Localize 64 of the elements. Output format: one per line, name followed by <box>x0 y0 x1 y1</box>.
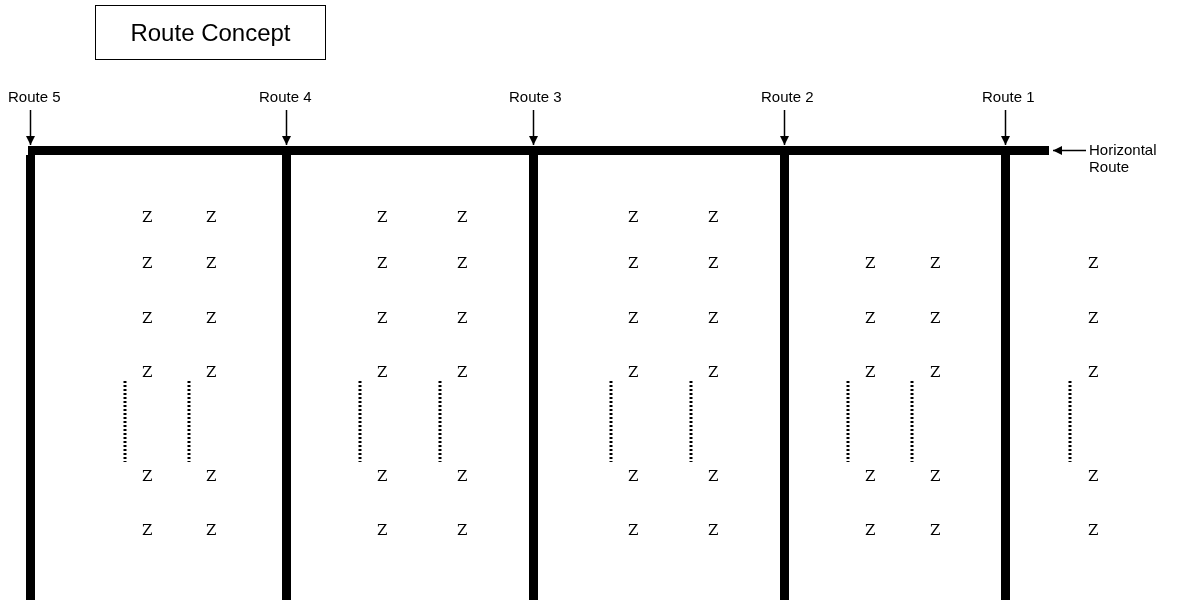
slot-marker: Z <box>1088 522 1099 538</box>
slot-marker: Z <box>142 310 153 326</box>
slot-marker: Z <box>708 522 719 538</box>
slot-marker: Z <box>377 522 388 538</box>
leader-arrow <box>26 109 35 146</box>
slot-marker: Z <box>865 364 876 380</box>
slot-marker: Z <box>708 364 719 380</box>
slot-marker: Z <box>930 310 941 326</box>
slot-marker: Z <box>457 255 468 271</box>
slot-marker: Z <box>1088 255 1099 271</box>
slot-marker: Z <box>457 364 468 380</box>
slot-marker: Z <box>930 364 941 380</box>
slot-marker: Z <box>708 209 719 225</box>
slot-marker: Z <box>377 255 388 271</box>
route-label: Route 3 <box>509 88 561 105</box>
slot-marker: Z <box>628 310 639 326</box>
slot-marker: Z <box>457 468 468 484</box>
slot-marker: Z <box>206 255 217 271</box>
slot-marker: Z <box>930 255 941 271</box>
route-label: Route 5 <box>8 88 58 105</box>
leader-arrow <box>1001 109 1010 146</box>
slot-marker: Z <box>457 522 468 538</box>
slot-marker: Z <box>457 209 468 225</box>
diagram-title: Route Concept <box>95 5 326 60</box>
slot-marker: Z <box>628 522 639 538</box>
route-label: Route 1 <box>982 88 1034 105</box>
slot-marker: Z <box>1088 310 1099 326</box>
slot-marker: Z <box>206 310 217 326</box>
slot-marker: Z <box>708 468 719 484</box>
slot-marker: Z <box>1088 364 1099 380</box>
slot-marker: Z <box>142 364 153 380</box>
slot-marker: Z <box>206 522 217 538</box>
slot-marker: Z <box>1088 468 1099 484</box>
slot-marker: Z <box>377 209 388 225</box>
slot-marker: Z <box>865 522 876 538</box>
slot-marker: Z <box>865 468 876 484</box>
slot-marker: Z <box>930 522 941 538</box>
leader-arrow <box>529 109 538 146</box>
leader-arrow <box>780 109 789 146</box>
slot-marker: Z <box>377 364 388 380</box>
slot-marker: Z <box>377 310 388 326</box>
slot-marker: Z <box>142 522 153 538</box>
slot-marker: Z <box>206 209 217 225</box>
slot-marker: Z <box>865 310 876 326</box>
slot-marker: Z <box>930 468 941 484</box>
route-label: Route 2 <box>761 88 813 105</box>
leader-arrow <box>1052 146 1087 155</box>
slot-marker: Z <box>628 209 639 225</box>
slot-marker: Z <box>628 364 639 380</box>
slot-marker: Z <box>142 255 153 271</box>
slot-marker: Z <box>708 255 719 271</box>
slot-marker: Z <box>206 468 217 484</box>
slot-marker: Z <box>142 209 153 225</box>
slot-marker: Z <box>206 364 217 380</box>
slot-marker: Z <box>377 468 388 484</box>
slot-marker: Z <box>865 255 876 271</box>
slot-marker: Z <box>628 468 639 484</box>
slot-marker: Z <box>708 310 719 326</box>
slot-marker: Z <box>142 468 153 484</box>
route-label: Horizontal Route <box>1089 141 1159 177</box>
slot-marker: Z <box>628 255 639 271</box>
route-label: Route 4 <box>259 88 311 105</box>
slot-marker: Z <box>457 310 468 326</box>
leader-arrow <box>282 109 291 146</box>
